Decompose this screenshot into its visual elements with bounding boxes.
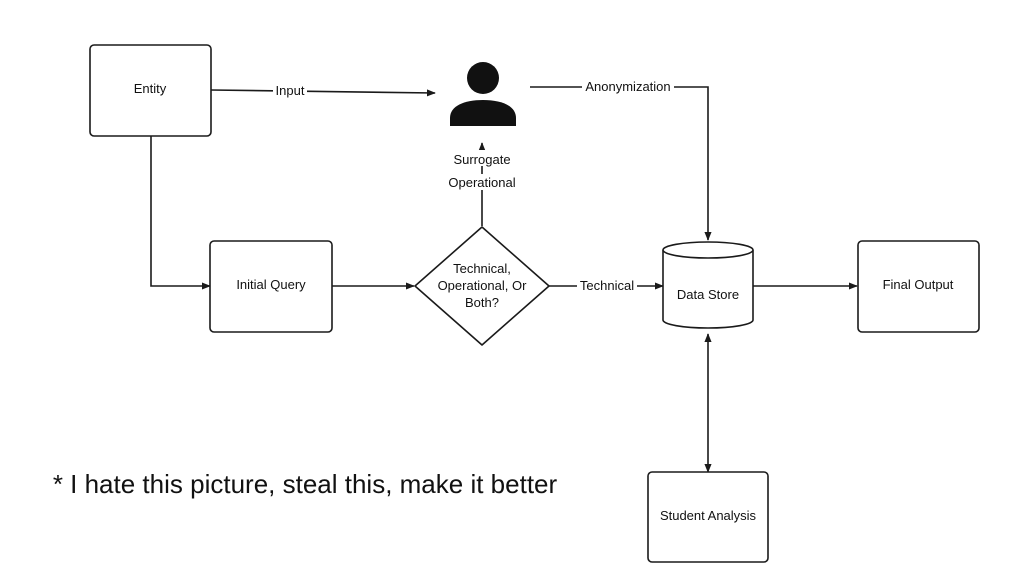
edge-label-surrogate: Surrogate [453, 152, 510, 167]
node-final-output-label: Final Output [883, 277, 954, 292]
node-initial-query-label: Initial Query [236, 277, 306, 292]
edge-label-anonymization: Anonymization [585, 79, 670, 94]
node-initial-query: Initial Query [209, 240, 333, 333]
node-decision-line1: Technical, [453, 261, 511, 276]
edge-label-technical: Technical [580, 278, 634, 293]
node-decision-line2: Operational, Or [438, 278, 528, 293]
footnote-text: * I hate this picture, steal this, make … [52, 469, 558, 499]
node-student-analysis-label: Student Analysis [660, 508, 757, 523]
node-entity: Entity [89, 44, 212, 137]
person-icon [450, 62, 516, 126]
node-decision-line3: Both? [465, 295, 499, 310]
node-data-store-label: Data Store [677, 287, 739, 302]
edge-entity-to-query [150, 136, 211, 290]
edge-person-to-datastore [530, 86, 712, 241]
node-entity-label: Entity [134, 81, 167, 96]
node-final-output: Final Output [857, 240, 980, 333]
node-decision: Technical, Operational, Or Both? [414, 226, 550, 346]
edge-label-input: Input [276, 83, 305, 98]
edge-entity-to-person [210, 89, 436, 97]
node-data-store: Data Store [662, 241, 754, 329]
node-student-analysis: Student Analysis [647, 471, 769, 563]
edge-label-operational: Operational [448, 175, 515, 190]
